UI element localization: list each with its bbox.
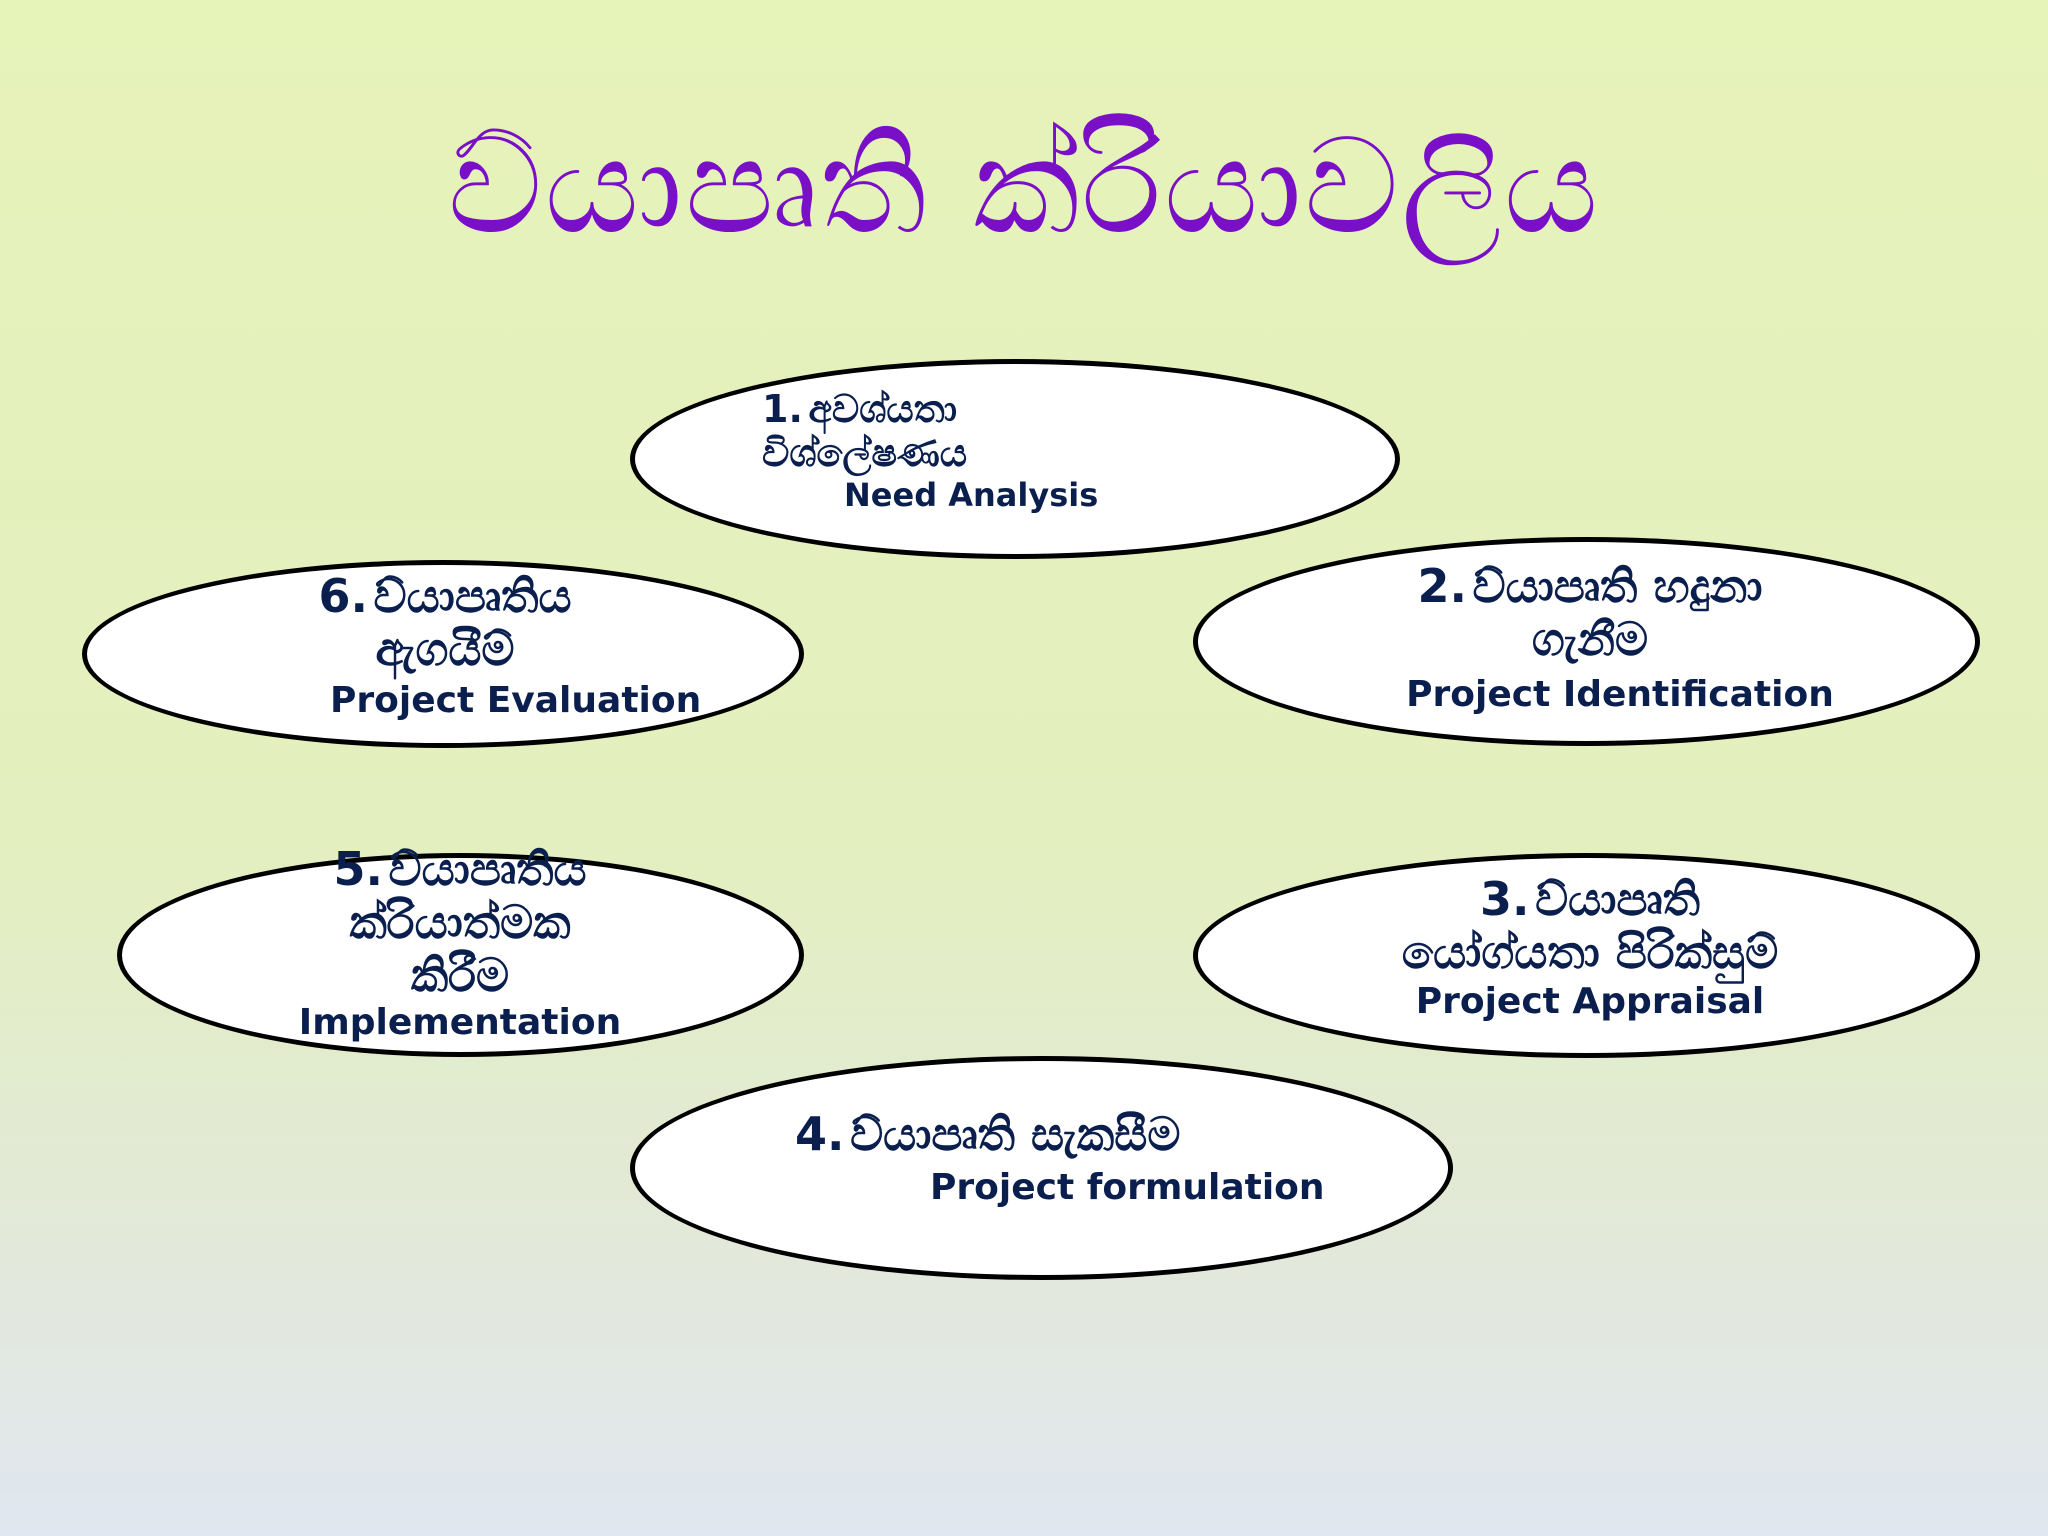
stage-5-label: 5. ව්යාපෘතිය ක්රියාත්මක කිරීම Implementa…: [225, 843, 695, 1043]
stage-3-sinhala-line1: 3. ව්යාපෘති: [1290, 873, 1890, 926]
stage-5-sinhala-line1: 5. ව්යාපෘතිය: [225, 843, 695, 896]
stage-3-english: Project Appraisal: [1415, 980, 1765, 1022]
stage-6-sinhala-text: ව්යාපෘතිය: [373, 569, 572, 623]
stage-6-english: Project Evaluation: [330, 679, 702, 721]
stage-3-label: 3. ව්යාපෘති යෝග්යතා පිරික්සුම් Project A…: [1290, 873, 1890, 1022]
stage-6-sinhala-line2: ඇගයීම්: [375, 621, 515, 676]
stage-2-sinhala-line1: 2. ව්යාපෘති හදුනා: [1290, 560, 1890, 613]
stage-2-sinhala-line2: ගැනීම: [1531, 611, 1649, 666]
stage-2-label: 2. ව්යාපෘති හදුනා ගැනීම Project Identifi…: [1290, 560, 1890, 715]
stage-5-sinhala-text: ව්යාපෘතිය: [388, 842, 587, 896]
stage-6-ellipse: [82, 560, 804, 748]
stage-1-sinhala-line2: විශ්ලේෂණය: [762, 430, 968, 475]
stage-4-sinhala-line1: 4. ව්යාපෘති සැකසීම: [795, 1108, 1325, 1161]
stage-4-ellipse: [630, 1056, 1453, 1280]
stage-4-number: 4.: [795, 1107, 845, 1161]
stage-1-sinhala-text: අවශ්යතා: [808, 387, 958, 431]
stage-6-label: 6. ව්යාපෘතිය ඇගයීම් Project Evaluation: [240, 570, 702, 721]
stage-5-english: Implementation: [298, 1001, 622, 1043]
stage-5-sinhala-line3: කිරීම: [410, 947, 510, 1002]
diagram-title: ව්යාපෘති ක්රියාවලිය: [447, 110, 1601, 264]
stage-4-label: 4. ව්යාපෘති සැකසීම Project formulation: [795, 1108, 1325, 1208]
stage-1-label: 1. අවශ්යතා විශ්ලේෂණය Need Analysis: [762, 387, 1099, 515]
stage-4-sinhala-text: ව්යාපෘති සැකසීම: [850, 1107, 1181, 1161]
stage-2-number: 2.: [1417, 559, 1467, 613]
stage-2-english: Project Identification: [1406, 673, 1834, 715]
stage-1-number: 1.: [762, 387, 803, 431]
stage-1-sinhala-line1: 1. අවශ්යතා: [762, 387, 1098, 432]
stage-3-number: 3.: [1480, 872, 1530, 926]
stage-4-english: Project formulation: [930, 1166, 1325, 1208]
stage-3-sinhala-line2: යෝග්යතා පිරික්සුම්: [1401, 924, 1779, 979]
stage-1-english: Need Analysis: [844, 476, 1099, 515]
stage-1-ellipse: [630, 359, 1400, 559]
stage-6-sinhala-line1: 6. ව්යාපෘතිය: [240, 570, 650, 623]
stage-5-number: 5.: [333, 842, 383, 896]
stage-2-sinhala-text: ව්යාපෘති හදුනා: [1472, 559, 1763, 613]
stage-6-number: 6.: [318, 569, 368, 623]
stage-5-ellipse: [117, 853, 804, 1057]
stage-5-sinhala-line2: ක්රියාත්මක: [349, 894, 571, 949]
stage-3-ellipse: [1193, 853, 1980, 1058]
stage-3-sinhala-text: ව්යාපෘති: [1535, 872, 1700, 926]
stage-2-ellipse: [1193, 537, 1980, 746]
